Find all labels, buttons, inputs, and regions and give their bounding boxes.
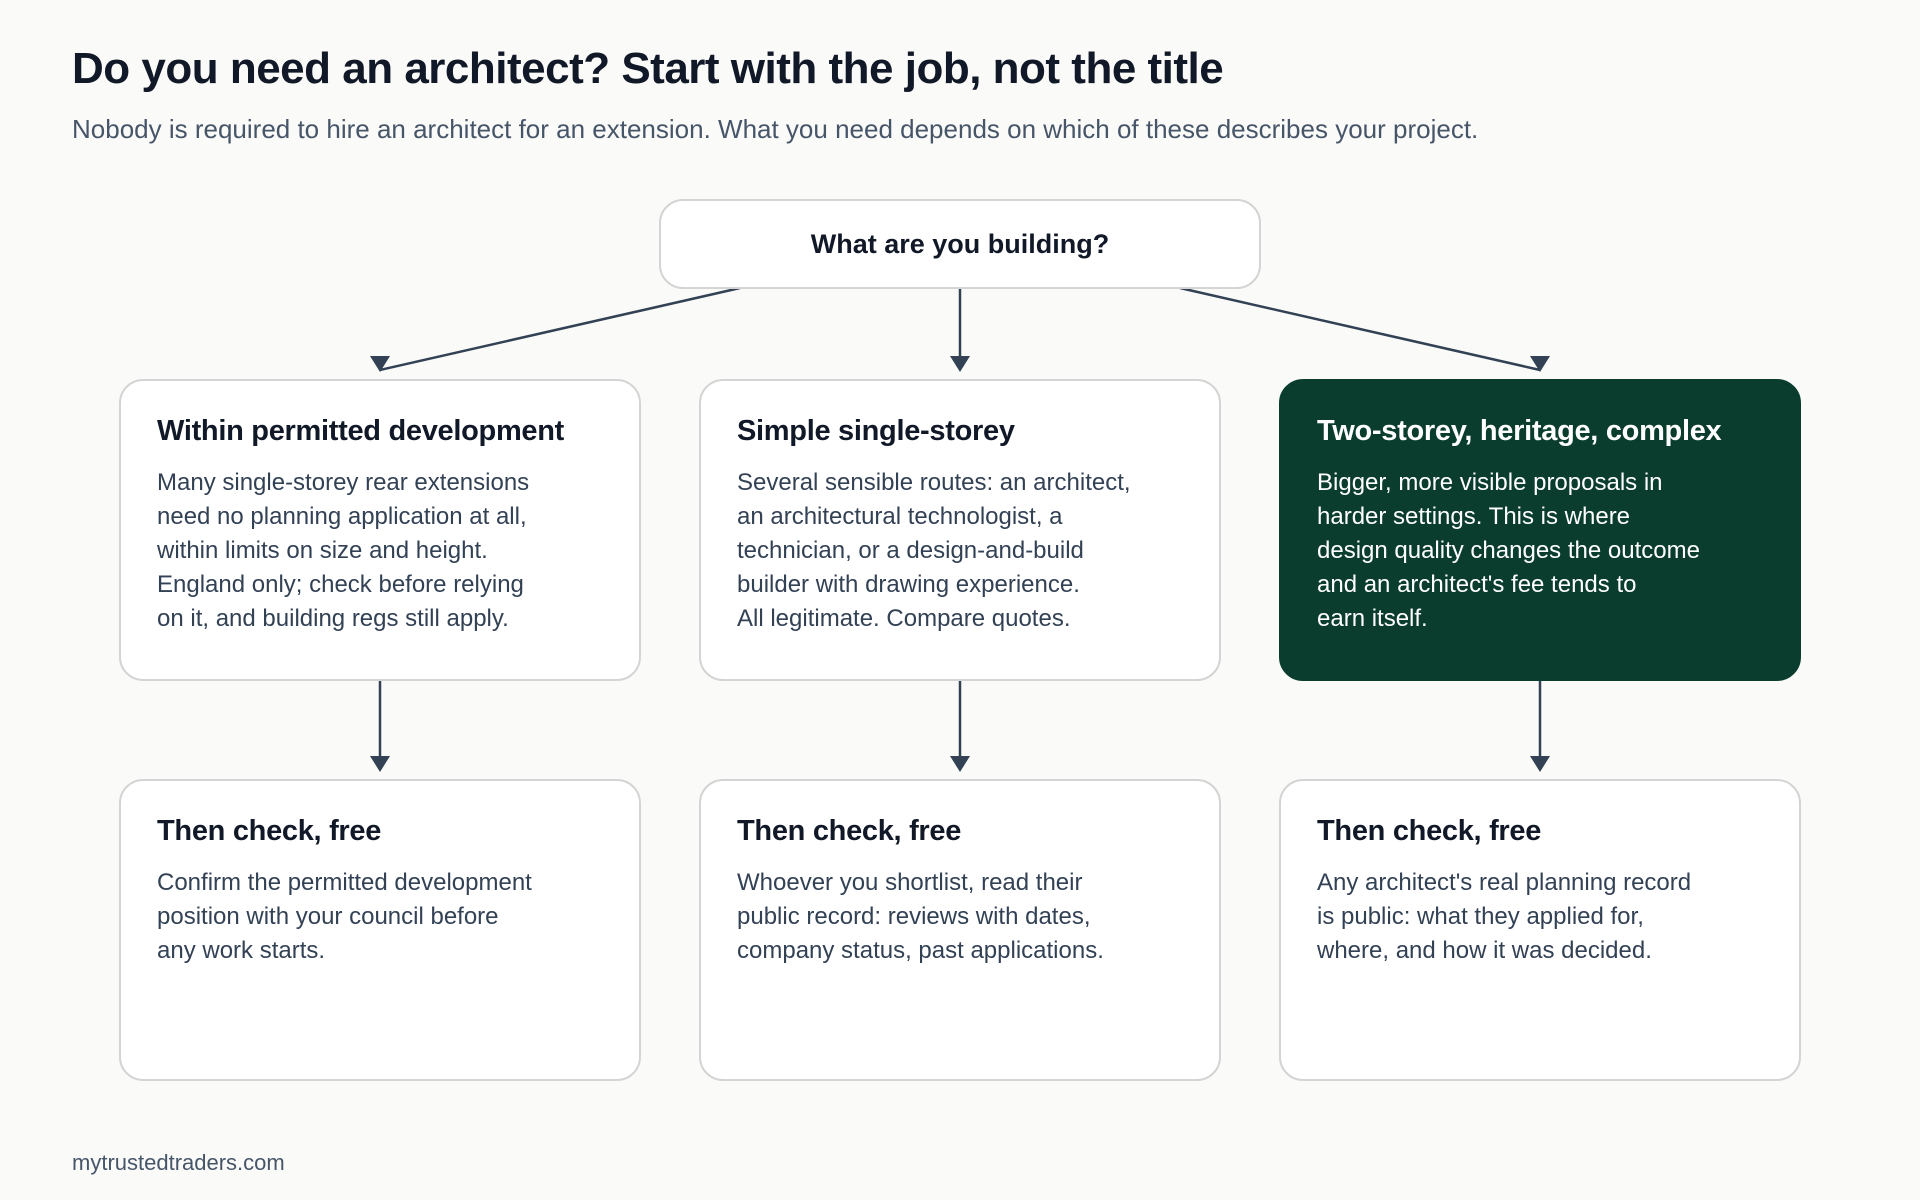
followup-heading: Then check, free [157, 815, 382, 847]
followup-heading: Then check, free [737, 815, 962, 847]
arrowhead-option-1 [370, 356, 390, 372]
option-card-permitted-development: Within permitted development Many single… [119, 379, 641, 681]
arrowhead-option-3 [1530, 356, 1550, 372]
option-card-two-storey-heritage-complex: Two-storey, heritage, complex Bigger, mo… [1279, 379, 1801, 681]
option-description: Many single-storey rear extensions need … [157, 469, 530, 632]
followup-description: Whoever you shortlist, read their public… [737, 869, 1104, 964]
connector-root-to-option-3 [1179, 286, 1541, 372]
page-subtitle: Nobody is required to hire an architect … [72, 114, 1479, 144]
root-question-label: What are you building? [810, 228, 1110, 259]
option-heading: Within permitted development [157, 415, 565, 447]
option-heading: Two-storey, heritage, complex [1317, 415, 1722, 447]
followup-description: Any architect's real planning record is … [1317, 869, 1692, 964]
option-description: Several sensible routes: an architect, a… [737, 469, 1131, 632]
root-question-node: What are you building? [659, 199, 1261, 289]
followup-card-permitted-development: Then check, free Confirm the permitted d… [119, 779, 641, 1081]
page-title: Do you need an architect? Start with the… [72, 44, 1224, 93]
followup-card-two-storey-heritage-complex: Then check, free Any architect's real pl… [1279, 779, 1801, 1081]
arrowhead-option-2 [950, 356, 970, 372]
connector-root-to-option-1 [379, 286, 741, 372]
followup-heading: Then check, free [1317, 815, 1542, 847]
arrowhead-followup-1 [370, 756, 390, 772]
arrowhead-followup-2 [950, 756, 970, 772]
site-footer-domain: mytrustedtraders.com [72, 1150, 285, 1175]
arrowhead-followup-3 [1530, 756, 1550, 772]
option-heading: Simple single-storey [737, 415, 1015, 447]
option-card-simple-single-storey: Simple single-storey Several sensible ro… [699, 379, 1221, 681]
followup-description: Confirm the permitted development positi… [157, 869, 532, 964]
followup-card-simple-single-storey: Then check, free Whoever you shortlist, … [699, 779, 1221, 1081]
option-description: Bigger, more visible proposals in harder… [1317, 469, 1700, 632]
